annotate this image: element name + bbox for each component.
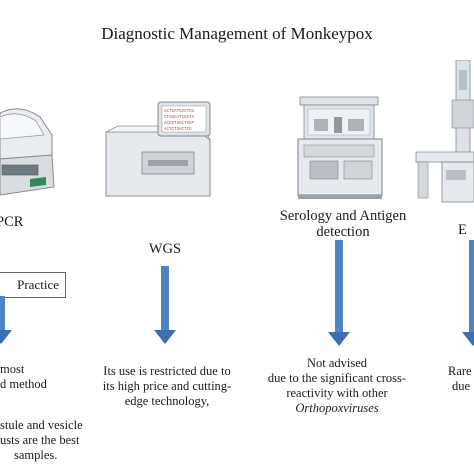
label-wgs: WGS — [148, 241, 182, 257]
label-em: E — [458, 222, 467, 238]
arrow-em — [462, 240, 474, 346]
desc-pcr-1: most — [0, 362, 25, 376]
arrow-pcr — [0, 296, 12, 344]
desc-pcr-5: samples. — [14, 448, 58, 462]
screen-seq-2: CTAGCATCGATA — [164, 116, 195, 120]
desc-serology-3: reactivity with other — [286, 386, 388, 400]
arrow-wgs — [154, 266, 176, 344]
desc-serology-1: Not advised — [306, 356, 368, 370]
screen-seq-3: ACCGTAGCTAGT — [164, 122, 195, 126]
label-serology-line1: Serology and Antigen — [279, 208, 407, 224]
desc-serology-2: due to the significant cross- — [267, 371, 407, 385]
label-pcr: PCR — [0, 214, 24, 230]
desc-wgs-1: Its use is restricted due to — [103, 364, 231, 378]
desc-pcr-4: usts are the best — [0, 433, 80, 447]
microscope-icon — [415, 60, 474, 203]
sequencer-icon: ACTGATGACTGC CTAGCATCGATA ACCGTAGCTAGT A… — [105, 101, 211, 197]
practice-box: Practice — [0, 272, 66, 298]
pcr-machine-icon — [0, 108, 55, 196]
desc-serology-4: Orthopoxviruses — [295, 401, 379, 415]
screen-seq-4: ACTCTGACTCG — [164, 128, 192, 132]
diagram-title: Diagnostic Management of Monkeypox — [101, 24, 373, 43]
desc-pcr-2: d method — [0, 377, 47, 391]
desc-wgs-3: edge technology, — [124, 394, 210, 408]
desc-pcr-3: stule and vesicle — [0, 418, 83, 432]
arrow-serology — [328, 240, 350, 346]
label-serology-line2: detection — [316, 224, 370, 240]
analyzer-icon — [297, 96, 383, 199]
screen-seq-1: ACTGATGACTGC — [164, 110, 195, 114]
desc-em-1: Rare — [448, 364, 472, 378]
desc-em-2: due — [452, 379, 471, 393]
desc-wgs-2: its high price and cutting- — [102, 379, 232, 393]
